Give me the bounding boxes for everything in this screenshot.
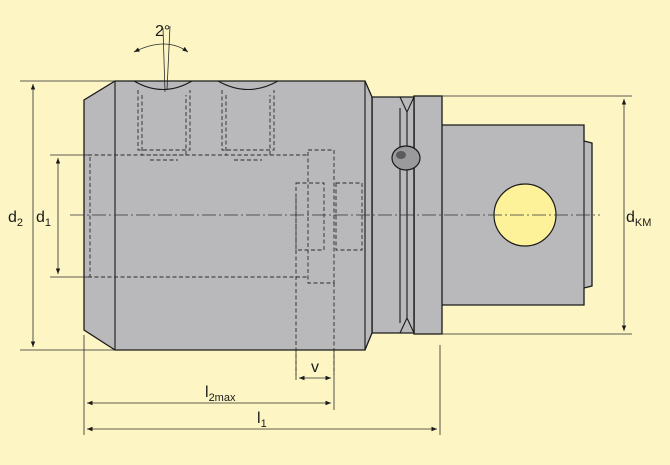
stop-screw-hidden xyxy=(295,149,363,375)
bore-hidden xyxy=(88,154,308,278)
screw-notch-right xyxy=(217,80,279,90)
dkm-label: dKM xyxy=(626,209,651,229)
clamp-ball-shade xyxy=(396,151,406,159)
extension-lines xyxy=(20,80,632,435)
set-screw-hidden-1 xyxy=(137,90,191,161)
d2-label: d2 xyxy=(8,209,23,229)
l1-label: l1 xyxy=(257,410,267,430)
cross-hole xyxy=(493,183,557,247)
angle-arc xyxy=(133,43,189,53)
clamp-ball xyxy=(391,145,421,171)
main-body xyxy=(83,80,373,351)
d1-label: d1 xyxy=(36,209,51,229)
l2max-label: l2max xyxy=(205,384,236,404)
angle-leg-line xyxy=(166,25,171,91)
screw-notch-left xyxy=(133,80,193,90)
angle-label: 2° xyxy=(155,23,170,40)
v-label: v xyxy=(311,359,319,376)
angle-axis-line xyxy=(162,27,166,93)
